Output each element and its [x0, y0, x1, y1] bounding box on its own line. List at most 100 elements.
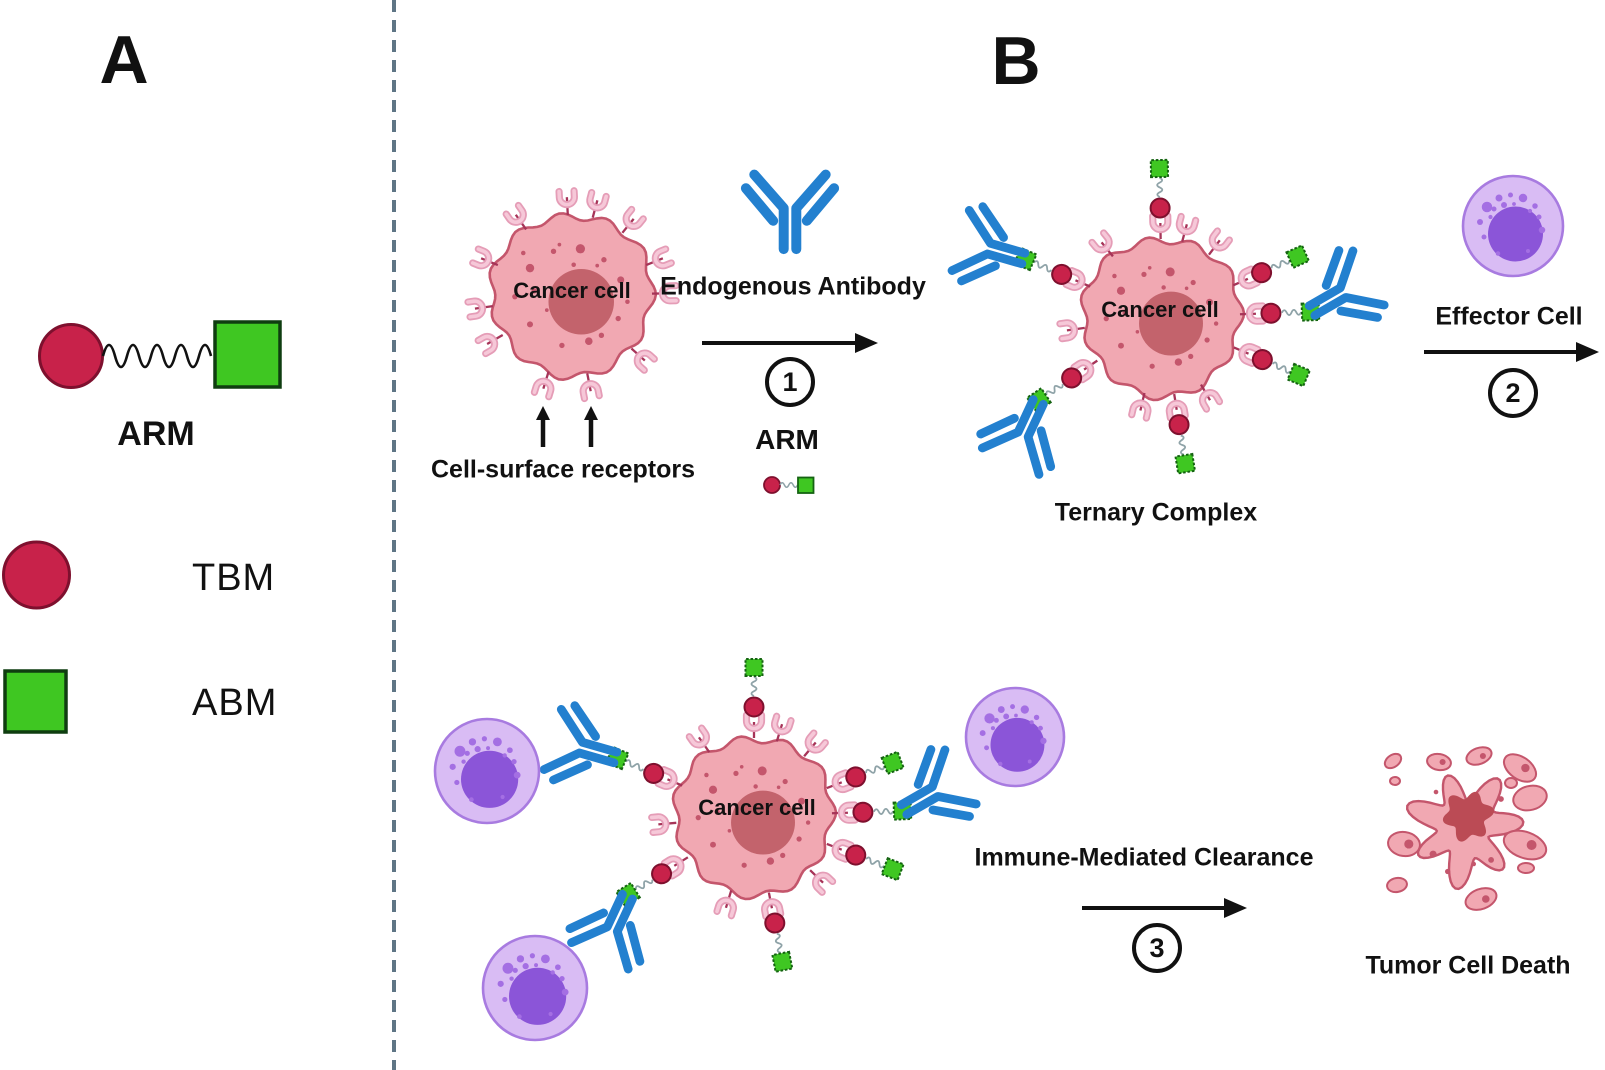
cancer-cell-2-label: Cancer cell — [1101, 297, 1219, 322]
tbm-icon — [845, 844, 867, 866]
cell-speckle — [776, 785, 781, 790]
cell-speckle — [780, 852, 786, 858]
linker-icon — [1156, 177, 1164, 198]
cell-speckle — [585, 337, 593, 345]
tbm-icon — [1251, 349, 1273, 371]
tbm-icon — [1061, 367, 1083, 389]
effector-cell-nucleus — [508, 967, 567, 1025]
linker-icon — [1281, 309, 1302, 316]
antibody-icon — [565, 889, 645, 974]
receptor-icon — [1088, 229, 1114, 258]
cell-speckle — [559, 342, 565, 349]
cell-speckle — [601, 257, 607, 263]
effector-cell-label: Effector Cell — [1435, 302, 1583, 331]
tbm-icon — [1260, 302, 1282, 324]
cell-fragment — [1464, 887, 1498, 911]
cell-speckle — [1190, 279, 1196, 286]
cell-fragment — [1502, 753, 1538, 783]
antibody-icon — [740, 169, 840, 255]
effector-cell — [1461, 174, 1565, 278]
cell-speckle — [1141, 271, 1147, 277]
step-3-badge: 3 — [1132, 923, 1182, 973]
receptor-icon — [651, 282, 680, 305]
tbm-icon — [743, 696, 765, 718]
cell-speckle — [1122, 310, 1128, 316]
receptor-icon — [770, 712, 795, 742]
receptor-icon — [530, 371, 555, 401]
receptor-icon — [1208, 227, 1233, 256]
cell-fragment — [1386, 876, 1408, 894]
cell-speckle — [739, 764, 744, 769]
cancer-cell — [1012, 158, 1321, 475]
arm-bound-receptor — [614, 855, 689, 908]
cell-speckle — [1118, 342, 1124, 349]
dying-tumor-cell — [1383, 746, 1548, 911]
arm-bound-receptor — [826, 750, 905, 794]
cell-speckle — [512, 293, 518, 300]
legend-abm-label: ABM — [192, 682, 278, 724]
cell-speckle — [544, 308, 549, 312]
legend-tbm-circle — [2, 540, 71, 610]
linker-icon — [1271, 361, 1291, 374]
receptor-icon — [621, 205, 647, 234]
cell-speckle — [1188, 353, 1194, 359]
receptor-icon — [464, 297, 493, 321]
receptor-icon — [803, 729, 829, 757]
immune-mediated-clearance-label: Immune-Mediated Clearance — [974, 843, 1314, 872]
antibody-icon — [947, 202, 1030, 286]
antibody-icon — [896, 745, 981, 821]
arm-bound-receptor — [742, 658, 766, 738]
receptor-icon — [809, 869, 837, 896]
receptor-icon — [645, 245, 675, 270]
cell-speckle — [798, 797, 806, 805]
cell-speckle — [753, 784, 758, 789]
tumor-cell-death-label: Tumor Cell Death — [1365, 951, 1571, 980]
receptor-icon — [1198, 383, 1224, 413]
cell-surface-receptors-label: Cell-surface receptors — [430, 455, 696, 484]
arm-linker-squiggle — [101, 343, 213, 369]
cancer-cell-nucleus — [731, 790, 796, 855]
legend-abm-square — [3, 669, 68, 734]
receptor-icon — [648, 813, 677, 836]
cell-fragment — [1517, 862, 1535, 874]
cell-speckle — [1161, 285, 1166, 290]
step-2-number: 2 — [1505, 377, 1521, 408]
cancer-cell-3-label: Cancer cell — [698, 795, 816, 820]
receptor-icon — [469, 245, 499, 270]
cell-speckle — [1174, 358, 1183, 366]
arm-bound-receptor — [1165, 393, 1197, 475]
cell-speckle — [521, 250, 526, 256]
cancer-cell-1-label: Cancer cell — [513, 278, 631, 303]
cell-speckle — [1135, 329, 1140, 334]
arm-bound-receptor — [1025, 359, 1098, 414]
panel-a-label: A — [99, 22, 149, 98]
arm-mini-icon — [763, 476, 815, 494]
step-3-number: 3 — [1149, 932, 1165, 963]
abm-icon — [880, 856, 905, 882]
arm-schematic-label: ARM — [117, 415, 195, 453]
receptor-icon — [1056, 319, 1085, 343]
tbm-icon — [845, 766, 867, 788]
step-1-badge: 1 — [765, 357, 815, 407]
abm-icon — [771, 950, 794, 973]
cell-speckle — [708, 785, 718, 794]
receptor-icon — [685, 724, 711, 753]
tbm-icon — [1051, 263, 1073, 285]
receptor-icon — [555, 187, 578, 216]
effector-cell-nucleus — [990, 717, 1045, 772]
tbm-icon — [852, 801, 874, 823]
receptor-icon — [586, 189, 610, 219]
receptor-icon — [713, 890, 738, 920]
tbm-icon — [651, 863, 673, 885]
cell-speckle — [704, 772, 709, 778]
linker-icon — [1033, 260, 1053, 273]
cell-speckle — [1213, 321, 1219, 326]
linker-icon — [1270, 260, 1291, 269]
abm-icon — [1286, 362, 1312, 388]
cell-speckle — [1206, 298, 1214, 306]
linker-icon — [873, 808, 894, 815]
cell-fragment — [1512, 784, 1548, 812]
cell-fragment — [1383, 752, 1403, 770]
cell-speckle — [625, 299, 630, 304]
cell-speckle — [1149, 363, 1155, 369]
